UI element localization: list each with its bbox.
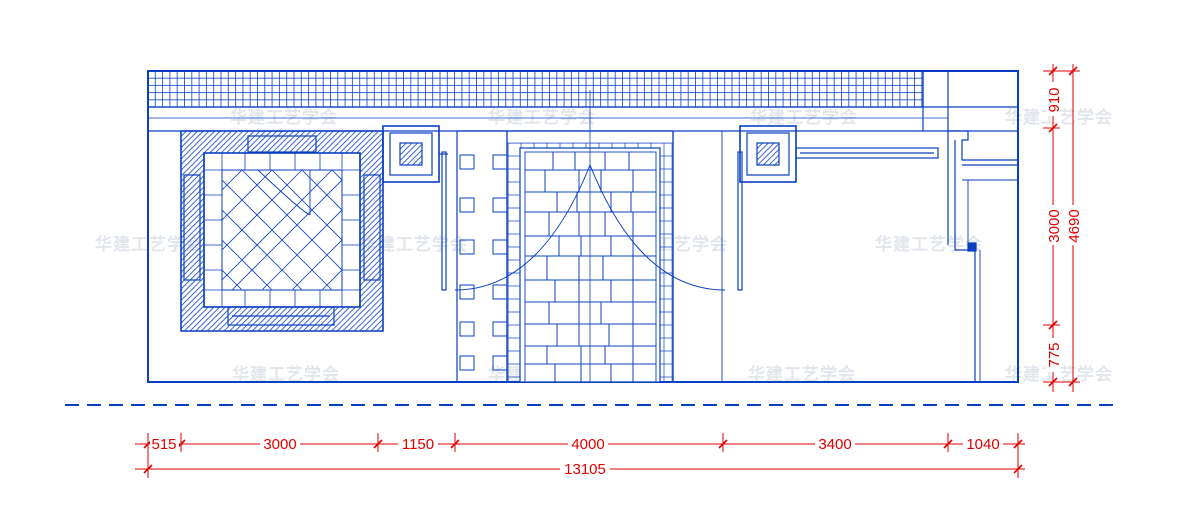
window-sill (227, 306, 335, 326)
dim-label: 3000 (263, 436, 296, 453)
dim-label: 3000 (1046, 209, 1063, 242)
window-right-jamb (363, 174, 381, 281)
linework (147, 70, 1019, 383)
right-lantern-bracket (795, 147, 939, 159)
watermark-text: 华建工艺学会 (488, 107, 596, 128)
window-swing-arc (257, 169, 311, 216)
dim-total-label: 4690 (1066, 209, 1083, 242)
door-swing-arcs (454, 163, 726, 291)
watermark-text: 华建工艺学会 (360, 234, 468, 255)
window-left-jamb (183, 174, 201, 281)
window-surround-hatch (180, 130, 384, 332)
watermark-text: 华建工艺学会 (230, 107, 338, 128)
dim-label: 910 (1046, 87, 1063, 112)
right-cornice-block (947, 70, 1019, 132)
dim-label: 3400 (818, 436, 851, 453)
window-pane-frame (203, 152, 361, 308)
door-random-stones (524, 151, 657, 383)
watermark-text: 华建工艺学会 (750, 107, 858, 128)
watermark-text: 华建工艺学会 (1005, 107, 1113, 128)
horizontal-dimension-labels: 515 3000 1150 4000 3400 1040 13105 (150, 436, 1003, 478)
dim-label: 4000 (571, 436, 604, 453)
vertical-dimension-labels: 910 3000 775 4690 (1046, 82, 1083, 372)
watermark-text: 华建工艺学会 (232, 364, 340, 385)
window-head (247, 135, 317, 153)
dim-total-label: 13105 (564, 461, 606, 478)
watermark-text: 华建工艺学会 (875, 234, 983, 255)
watermark-text: 华建工艺学会 (748, 364, 856, 385)
watermark-text: 华建工艺学会 (1005, 364, 1113, 385)
dim-label: 1040 (966, 436, 999, 453)
pier-blocks (459, 154, 508, 371)
left-lantern-core (399, 142, 423, 166)
dim-label: 515 (151, 436, 176, 453)
right-lantern-core (756, 142, 780, 166)
dim-label: 775 (1046, 342, 1063, 367)
dim-label: 1150 (402, 436, 434, 453)
window-diagonal-grid (204, 153, 360, 307)
mosaic-frieze (147, 70, 924, 108)
